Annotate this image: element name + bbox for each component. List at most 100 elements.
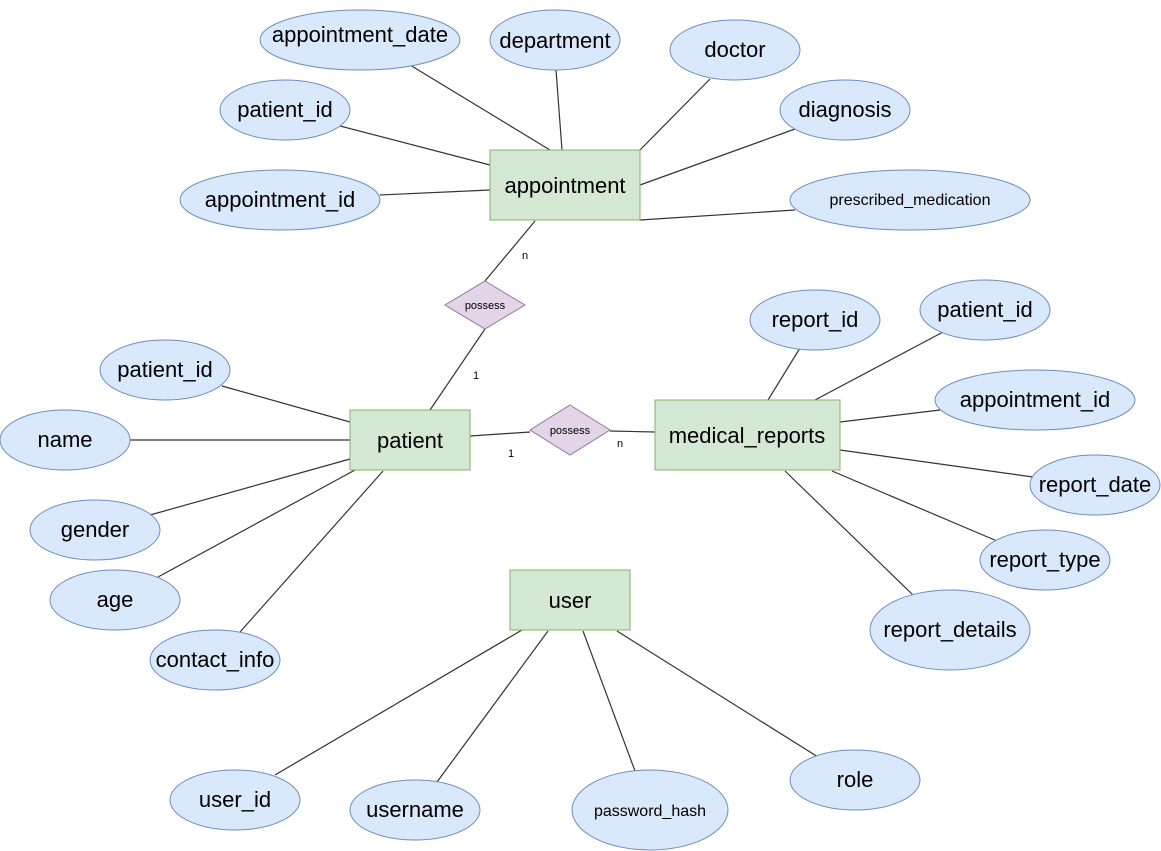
attribute-age[interactable]: age [49, 569, 181, 631]
attribute-reports-patient-id-label: patient_id [937, 297, 1032, 322]
attribute-appointment-date[interactable]: appointment_date [259, 9, 461, 71]
attribute-department[interactable]: department [489, 9, 621, 71]
entity-medical-reports-label: medical_reports [669, 423, 826, 448]
attribute-role[interactable]: role [789, 749, 921, 811]
attribute-contact-info[interactable]: contact_info [149, 629, 281, 691]
edge-patient-gender [149, 458, 351, 516]
attribute-contact-info-shape [149, 629, 281, 691]
attribute-report-date[interactable]: report_date [1029, 454, 1161, 516]
connector-lines [130, 64, 1034, 783]
attribute-doctor-shape [669, 19, 801, 81]
attribute-report-type-label: report_type [989, 547, 1100, 572]
attribute-appointment-appointment-id-shape [179, 169, 381, 231]
attribute-name-shape [0, 409, 131, 471]
attribute-report-id-shape [749, 289, 881, 351]
entity-medical-reports-box [654, 399, 841, 471]
cardinality-appointment-n: n [522, 250, 528, 262]
cardinality-reports-n: n [617, 438, 623, 450]
attribute-reports-appointment-id-shape [934, 369, 1136, 431]
relationship-possess-appointment-shape [444, 280, 526, 330]
cardinality-patient-appointment-1: 1 [473, 370, 479, 382]
attribute-report-type[interactable]: report_type [979, 529, 1111, 591]
attribute-username[interactable]: username [349, 779, 481, 841]
attribute-patient-patient-id-label: patient_id [117, 357, 212, 382]
attribute-reports-appointment-id[interactable]: appointment_id [934, 369, 1136, 431]
attribute-gender-label: gender [61, 517, 130, 542]
attribute-appointment-patient-id[interactable]: patient_id [219, 79, 351, 141]
edge-possess-patient [429, 328, 486, 411]
attribute-doctor-label: doctor [704, 37, 765, 62]
attribute-user-id[interactable]: user_id [169, 769, 301, 831]
attribute-contact-info-label: contact_info [156, 647, 275, 672]
attribute-appointment-date-shape [259, 9, 461, 71]
attribute-patient-patient-id[interactable]: patient_id [99, 339, 231, 401]
edge-appointment-doctor [639, 78, 711, 151]
relationship-possess-appointment[interactable]: possess [444, 280, 526, 330]
edge-appointment-diagnosis [639, 128, 796, 186]
attribute-gender-shape [29, 499, 161, 561]
attribute-gender[interactable]: gender [29, 499, 161, 561]
attribute-report-date-label: report_date [1039, 472, 1152, 497]
attribute-reports-patient-id[interactable]: patient_id [919, 279, 1051, 341]
edge-patient-age [157, 469, 356, 578]
attribute-user-id-shape [169, 769, 301, 831]
entity-patient-label: patient [377, 428, 443, 453]
attribute-report-details[interactable]: report_details [869, 589, 1031, 671]
edge-user-password-hash [582, 630, 636, 772]
entity-patient[interactable]: patient [349, 409, 471, 471]
entity-user[interactable]: user [509, 569, 631, 631]
attribute-report-type-shape [979, 529, 1111, 591]
attribute-appointment-appointment-id[interactable]: appointment_id [179, 169, 381, 231]
entity-patient-box [349, 409, 471, 471]
edge-appointment-possess [484, 220, 536, 282]
attribute-report-date-shape [1029, 454, 1161, 516]
attribute-prescribed-medication[interactable]: prescribed_medication [789, 169, 1031, 231]
attribute-password-hash-label: password_hash [594, 803, 706, 820]
attribute-name-label: name [37, 427, 92, 452]
edge-user-username [436, 630, 549, 783]
attribute-diagnosis-shape [779, 79, 911, 141]
attribute-username-shape [349, 779, 481, 841]
edge-patient-contact-info [239, 470, 384, 633]
entity-medical-reports[interactable]: medical_reports [654, 399, 841, 471]
edge-possess-medical-reports [609, 430, 656, 433]
relationship-possess-reports[interactable]: possess [529, 404, 611, 456]
relationship-possess-reports-shape [529, 404, 611, 456]
attribute-appointment-patient-id-label: patient_id [237, 97, 332, 122]
attribute-patient-patient-id-shape [99, 339, 231, 401]
edge-appointment-appointment-id [379, 189, 491, 196]
attribute-appointment-appointment-id-label: appointment_id [205, 187, 355, 212]
edge-reports-report-date [839, 449, 1034, 478]
edge-appointment-patient-id [339, 125, 491, 166]
entity-appointment[interactable]: appointment [489, 149, 641, 221]
attribute-diagnosis[interactable]: diagnosis [779, 79, 911, 141]
entity-user-box [509, 569, 631, 631]
relationship-possess-appointment-label: possess [465, 300, 506, 312]
edge-user-user-id [274, 629, 523, 776]
attribute-age-shape [49, 569, 181, 631]
edge-reports-report-details [784, 470, 914, 596]
attribute-reports-patient-id-shape [919, 279, 1051, 341]
attribute-password-hash[interactable]: password_hash [571, 769, 729, 851]
relationship-possess-reports-label: possess [550, 425, 591, 437]
attribute-name[interactable]: name [0, 409, 131, 471]
attribute-report-id[interactable]: report_id [749, 289, 881, 351]
attribute-prescribed-medication-label: prescribed_medication [830, 192, 991, 209]
entity-appointment-label: appointment [504, 173, 625, 198]
entity-user-label: user [549, 588, 592, 613]
attribute-password-hash-shape [571, 769, 729, 851]
attribute-appointment-patient-id-shape [219, 79, 351, 141]
attribute-department-label: department [499, 28, 610, 53]
edge-appointment-appointment-date [409, 64, 551, 151]
edge-appointment-prescribed-medication [639, 209, 796, 221]
edge-user-role [616, 630, 819, 758]
edge-appointment-department [555, 69, 563, 151]
attribute-doctor[interactable]: doctor [669, 19, 801, 81]
edge-reports-patient-id [814, 330, 946, 401]
entity-appointment-box [489, 149, 641, 221]
attribute-role-label: role [837, 767, 874, 792]
edge-reports-report-type [831, 470, 998, 542]
attribute-user-id-label: user_id [199, 787, 271, 812]
attribute-reports-appointment-id-label: appointment_id [960, 387, 1110, 412]
